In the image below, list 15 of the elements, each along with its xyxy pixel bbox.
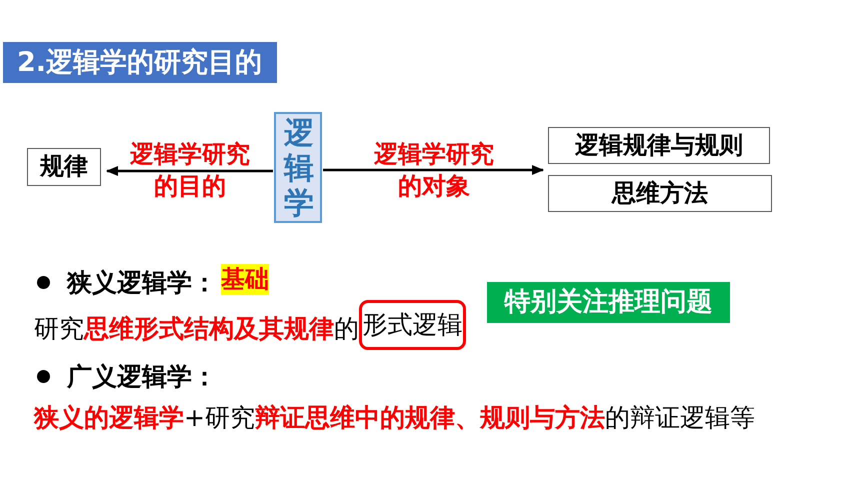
topic-box: 逻辑学	[274, 112, 322, 223]
edge-label: 逻辑学研究的对象	[373, 139, 495, 202]
body-text: 狭义的逻辑学+研究辩证思维中的规律、规则与方法的辩证逻辑等	[34, 403, 755, 433]
bullet-heading: 狭义逻辑学：	[67, 268, 217, 298]
note-banner: 特别关注推理问题	[487, 282, 730, 323]
arrow	[106, 166, 273, 176]
edge-label: 逻辑学研究的目的	[129, 139, 251, 202]
text-box: 逻辑规律与规则	[548, 127, 770, 164]
highlight-box: 基础	[221, 264, 269, 295]
bullet-heading: 广义逻辑学：	[67, 362, 217, 392]
body-text: 研究思维形式结构及其规律的	[34, 314, 359, 344]
title-banner: 2.逻辑学的研究目的	[3, 42, 277, 83]
rounded-box: 形式逻辑	[359, 300, 466, 350]
text-box: 规律	[27, 148, 101, 186]
text-box: 思维方法	[548, 175, 772, 212]
